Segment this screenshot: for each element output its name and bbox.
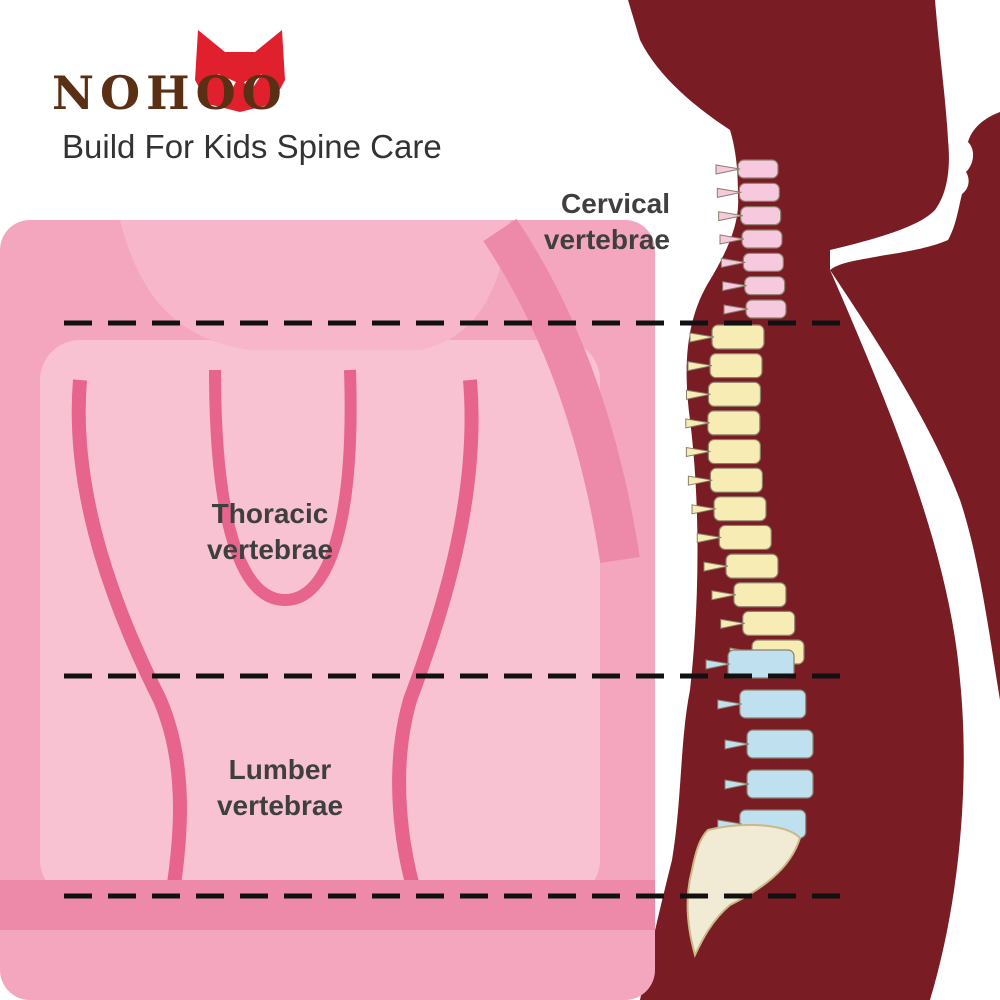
vertebra [711, 324, 765, 350]
vertebra-process [715, 164, 741, 175]
label-cervical: Cervical vertebrae [470, 186, 670, 258]
label-thoracic: Thoracic vertebrae [180, 496, 360, 568]
brand-name: NOHOO [52, 66, 288, 120]
vertebra-process [685, 446, 711, 458]
backpack-center-loop [209, 369, 357, 607]
vertebra-process [720, 257, 746, 268]
label-cervical-line2: vertebrae [543, 224, 670, 255]
vertebra-process [696, 532, 722, 544]
vertebra-process [718, 211, 743, 222]
vertebra-process [722, 281, 747, 292]
label-lumber-line2: vertebrae [216, 790, 344, 821]
cervical-vertebrae [715, 159, 787, 319]
vertebra [709, 467, 763, 493]
vertebra-process [687, 361, 713, 372]
label-lumber-line1: Lumber [228, 754, 332, 785]
chest-front [830, 270, 1000, 1000]
vertebra-process [689, 332, 715, 343]
brand-tagline: Build For Kids Spine Care [62, 128, 442, 165]
label-cervical-line1: Cervical [561, 188, 670, 219]
vertebra [741, 229, 783, 249]
vertebra-process [691, 504, 717, 515]
backpack-right-strap [392, 379, 479, 913]
vertebra [709, 353, 763, 379]
backpack-bottom-strap [0, 880, 655, 930]
vertebra [707, 381, 762, 407]
spine [685, 159, 814, 958]
vertebra-process [685, 389, 711, 400]
thoracic-vertebrae [685, 324, 805, 665]
backpack-top-handle [120, 220, 510, 350]
vertebra [737, 159, 779, 179]
vertebra [718, 524, 772, 551]
label-lumber: Lumber vertebrae [190, 752, 370, 824]
vertebra-process [723, 304, 749, 315]
vertebra [740, 206, 782, 226]
vertebra-process [724, 739, 750, 750]
vertebra-process [703, 561, 729, 572]
vertebra [738, 182, 780, 202]
vertebra [744, 276, 786, 296]
vertebra-process [705, 659, 731, 670]
vertebra [742, 610, 796, 636]
vertebra [746, 729, 814, 759]
vertebra-process [719, 234, 745, 245]
backpack-left-strap [71, 379, 187, 912]
vertebra [725, 553, 779, 579]
vertebra-process [720, 618, 745, 629]
vertebra [739, 689, 807, 719]
fox-head-icon [195, 30, 285, 112]
vertebra-process [716, 187, 742, 198]
sacrum [686, 824, 802, 958]
vertebra [746, 769, 814, 799]
vertebra [742, 252, 784, 272]
face-profile [830, 0, 1000, 270]
vertebra-process [685, 418, 710, 429]
label-thoracic-line2: vertebrae [206, 534, 334, 565]
vertebra [745, 299, 787, 319]
vertebra [713, 496, 767, 522]
vertebra [733, 582, 787, 608]
vertebra-process [724, 779, 750, 790]
backpack [0, 218, 655, 1000]
vertebra-process [717, 699, 742, 710]
label-thoracic-line1: Thoracic [211, 498, 329, 529]
backpack-shoulder-strap [483, 218, 640, 564]
vertebra-process [687, 475, 713, 486]
vertebra-process [711, 590, 737, 601]
vertebra [707, 410, 761, 436]
vertebra [707, 438, 761, 465]
